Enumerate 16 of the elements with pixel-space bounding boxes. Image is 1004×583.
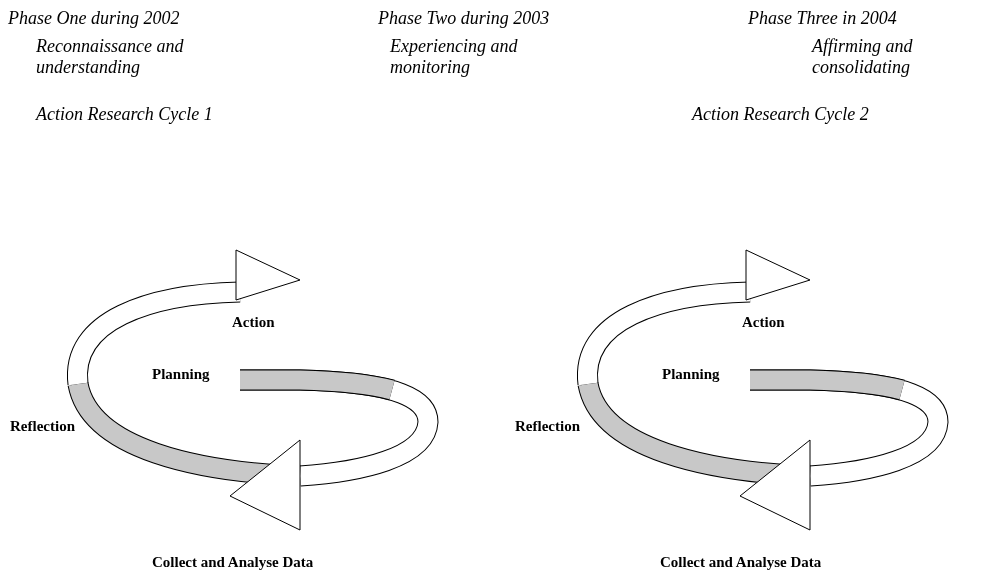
phase-heading: Phase Two during 2003 xyxy=(378,8,550,29)
stage-label: Reflection xyxy=(515,417,580,436)
stage-label: Planning xyxy=(662,365,720,384)
stage-label: Reflection xyxy=(10,417,75,436)
stage-label: Collect and Analyse Data xyxy=(660,553,822,572)
phase-heading: Phase One during 2002 xyxy=(8,8,180,29)
cycle-title: Action Research Cycle 1 xyxy=(36,104,213,125)
phase-description: Reconnaissance and understanding xyxy=(36,36,185,78)
stage-label: Action xyxy=(232,313,275,332)
stage-label: Collect and Analyse Data xyxy=(152,553,314,572)
stage-label: Planning xyxy=(152,365,210,384)
stage-label: Action xyxy=(742,313,785,332)
phase-description: Affirming and consolidating xyxy=(812,36,914,78)
phase-heading: Phase Three in 2004 xyxy=(748,8,897,29)
cycle-title: Action Research Cycle 2 xyxy=(692,104,869,125)
phase-description: Experiencing and monitoring xyxy=(390,36,519,78)
